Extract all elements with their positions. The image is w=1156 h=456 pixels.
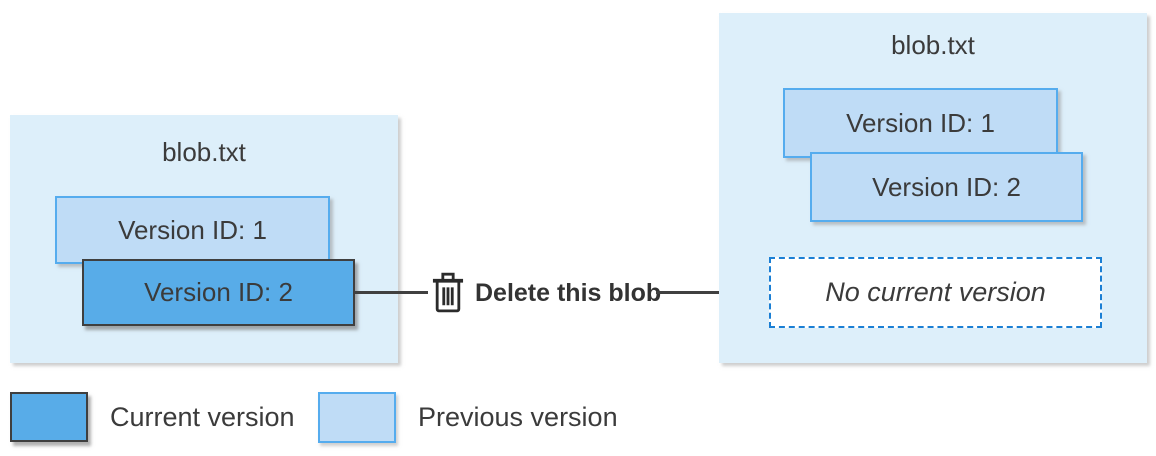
arrow-line-right [656, 291, 756, 294]
blob-title-after: blob.txt [891, 30, 975, 60]
version-box-previous-2-after: Version ID: 2 [810, 152, 1083, 222]
no-current-version-box: No current version [769, 257, 1102, 328]
version-box-previous-1-before: Version ID: 1 [55, 196, 330, 264]
blob-title-before: blob.txt [162, 137, 246, 167]
legend-swatch-previous [318, 392, 396, 443]
blob-container-after: blob.txt Version ID: 1 Version ID: 2 No … [719, 13, 1147, 363]
blob-container-before: blob.txt Version ID: 1 Version ID: 2 [10, 115, 398, 363]
delete-action-label: Delete this blob [475, 278, 662, 307]
arrow-line-left [355, 291, 428, 294]
version-box-previous-1-after: Version ID: 1 [783, 88, 1058, 158]
legend-swatch-current [10, 392, 88, 442]
delete-action: Delete this blob [432, 270, 661, 316]
trash-icon [432, 272, 464, 313]
legend-label-previous: Previous version [418, 402, 618, 432]
version-box-current-2-before: Version ID: 2 [82, 259, 355, 326]
legend-label-current: Current version [110, 402, 295, 432]
